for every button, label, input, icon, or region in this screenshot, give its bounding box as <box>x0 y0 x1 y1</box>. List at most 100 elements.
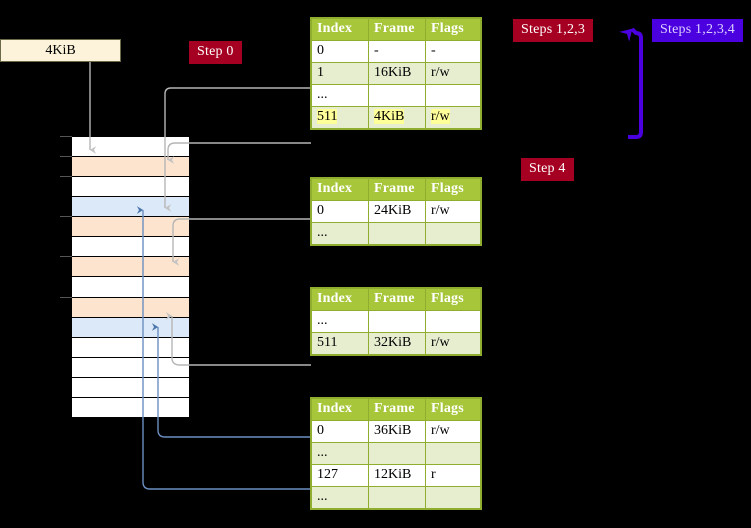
pml4-table-cell-0-2: - <box>425 40 481 63</box>
wire-memory-to-pdp <box>167 142 311 164</box>
table-row: ... <box>311 222 481 245</box>
table-row: ... <box>311 486 481 509</box>
memory-tick <box>60 296 72 298</box>
cell-text: 511 <box>317 109 338 124</box>
pt-table-cell-1-2 <box>425 442 481 465</box>
pdp-table-cell-0-1: 24KiB <box>368 200 426 223</box>
wire-pml4-511-to-memory <box>164 87 311 212</box>
memory-frame-row <box>71 396 190 418</box>
cell-text: - <box>431 43 436 58</box>
cell-text: 12KiB <box>374 467 412 482</box>
cell-text: ... <box>317 87 328 102</box>
cell-text: r/w <box>431 109 450 124</box>
pml4-table-cell-3-2: r/w <box>425 106 481 129</box>
pdp-table-header-frame: Frame <box>368 178 426 201</box>
cell-text: 1 <box>317 65 324 80</box>
pdp-table-cell-1-1 <box>368 222 426 245</box>
pml4-table-cell-3-1: 4KiB <box>368 106 426 129</box>
memory-tick <box>60 156 72 158</box>
pml4-table-header-flags: Flags <box>425 18 481 41</box>
table-row: 511 4KiB r/w <box>311 106 481 129</box>
pd-table-header-frame: Frame <box>368 288 426 311</box>
pt-table-header-frame: Frame <box>368 398 426 421</box>
pml4-table-header-frame: Frame <box>368 18 426 41</box>
pt-table-cell-3-0: ... <box>311 486 369 509</box>
pd-table-header-index: Index <box>311 288 369 311</box>
cell-text: 511 <box>317 335 338 350</box>
wire-pt-127-to-memory <box>136 206 311 490</box>
pml4-table-cell-2-0: ... <box>311 84 369 107</box>
table-row: 0 - - <box>311 40 481 63</box>
memory-tick <box>60 216 72 218</box>
cell-text: r/w <box>431 335 450 350</box>
cell-text: r <box>431 467 436 482</box>
table-row: ... <box>311 442 481 465</box>
pml4-table-cell-2-2 <box>425 84 481 107</box>
pdp-table-cell-1-2 <box>425 222 481 245</box>
table-row: 0 36KiB r/w <box>311 420 481 443</box>
memory-block-4kib: 4KiB <box>0 39 121 62</box>
cell-text: 0 <box>317 43 324 58</box>
pt-table-cell-1-1 <box>368 442 426 465</box>
pt-table-cell-2-0: 127 <box>311 464 369 487</box>
cell-text: r/w <box>431 423 450 438</box>
pml4-table-header-index: Index <box>311 18 369 41</box>
pdp-table-cell-0-0: 0 <box>311 200 369 223</box>
table-row: ... <box>311 310 481 333</box>
pd-table-cell-1-2: r/w <box>425 332 481 355</box>
pt-table-cell-0-2: r/w <box>425 420 481 443</box>
pd-table-cell-0-2 <box>425 310 481 333</box>
cell-text: 32KiB <box>374 335 412 350</box>
cell-text: 4KiB <box>374 109 405 124</box>
cell-text: 16KiB <box>374 65 412 80</box>
memory-block-label: 4KiB <box>45 42 76 58</box>
pdp-table-header-index: Index <box>311 178 369 201</box>
pt-table-cell-3-2 <box>425 486 481 509</box>
cell-text: - <box>374 43 379 58</box>
badge-steps-123: Steps 1,2,3 <box>513 19 594 42</box>
table-row: 0 24KiB r/w <box>311 200 481 223</box>
table-row: 1 16KiB r/w <box>311 62 481 85</box>
cell-text: r/w <box>431 65 450 80</box>
cell-text: ... <box>317 313 328 328</box>
pdp-table-cell-1-0: ... <box>311 222 369 245</box>
pdp-table-header-flags: Flags <box>425 178 481 201</box>
cell-text: 24KiB <box>374 203 412 218</box>
pd-table-cell-0-1 <box>368 310 426 333</box>
wire-pdp-to-memory <box>172 218 311 266</box>
pt-table-cell-3-1 <box>368 486 426 509</box>
badge-step-0: Step 0 <box>189 41 242 64</box>
pml4-table-cell-1-1: 16KiB <box>368 62 426 85</box>
pt-table-cell-0-0: 0 <box>311 420 369 443</box>
pt-table-cell-0-1: 36KiB <box>368 420 426 443</box>
badge-steps-1234: Steps 1,2,3,4 <box>652 19 743 42</box>
table-row: 511 32KiB r/w <box>311 332 481 355</box>
cell-text: ... <box>317 445 328 460</box>
pml4-table-cell-0-0: 0 <box>311 40 369 63</box>
pdp-table-cell-0-2: r/w <box>425 200 481 223</box>
table-row: ... <box>311 84 481 107</box>
memory-tick <box>60 256 72 258</box>
pml4-table-cell-0-1: - <box>368 40 426 63</box>
pml4-table-cell-2-1 <box>368 84 426 107</box>
pml4-table-cell-1-2: r/w <box>425 62 481 85</box>
pd-table-header-flags: Flags <box>425 288 481 311</box>
cell-text: r/w <box>431 203 450 218</box>
cell-text: 36KiB <box>374 423 412 438</box>
pt-table-header-index: Index <box>311 398 369 421</box>
pml4-table-cell-1-0: 1 <box>311 62 369 85</box>
bracket-steps-1234 <box>619 27 643 139</box>
wire-pd-to-memory <box>165 312 311 366</box>
pt-table-header-flags: Flags <box>425 398 481 421</box>
memory-tick <box>60 136 72 137</box>
pml4-table-cell-3-0: 511 <box>311 106 369 129</box>
pd-table-cell-0-0: ... <box>311 310 369 333</box>
cell-text: 0 <box>317 203 324 218</box>
memory-tick <box>60 176 72 178</box>
